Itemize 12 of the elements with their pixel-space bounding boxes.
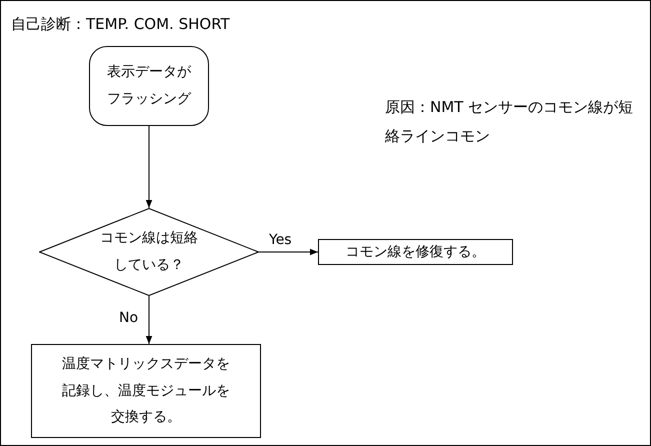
process-box [318,239,513,265]
diagram-title: 自己診断：TEMP. COM. SHORT [11,15,230,34]
node-text: 表示データがフラッシング [106,63,192,109]
edge-label: Yes [269,232,292,248]
cause-note: 原因：NMT センサーのコモン線が短絡ラインコモン [385,97,634,146]
node-text: 温度マトリックスデータを記録し、温度モジュールを交換する。 [61,355,231,428]
node-text: コモン線は短絡している？ [99,229,199,275]
edge-label: No [119,310,138,326]
process-box [31,344,261,438]
decision-diamond [39,208,259,296]
node-text: コモン線を修復する。 [344,242,486,262]
start-box [89,46,209,126]
